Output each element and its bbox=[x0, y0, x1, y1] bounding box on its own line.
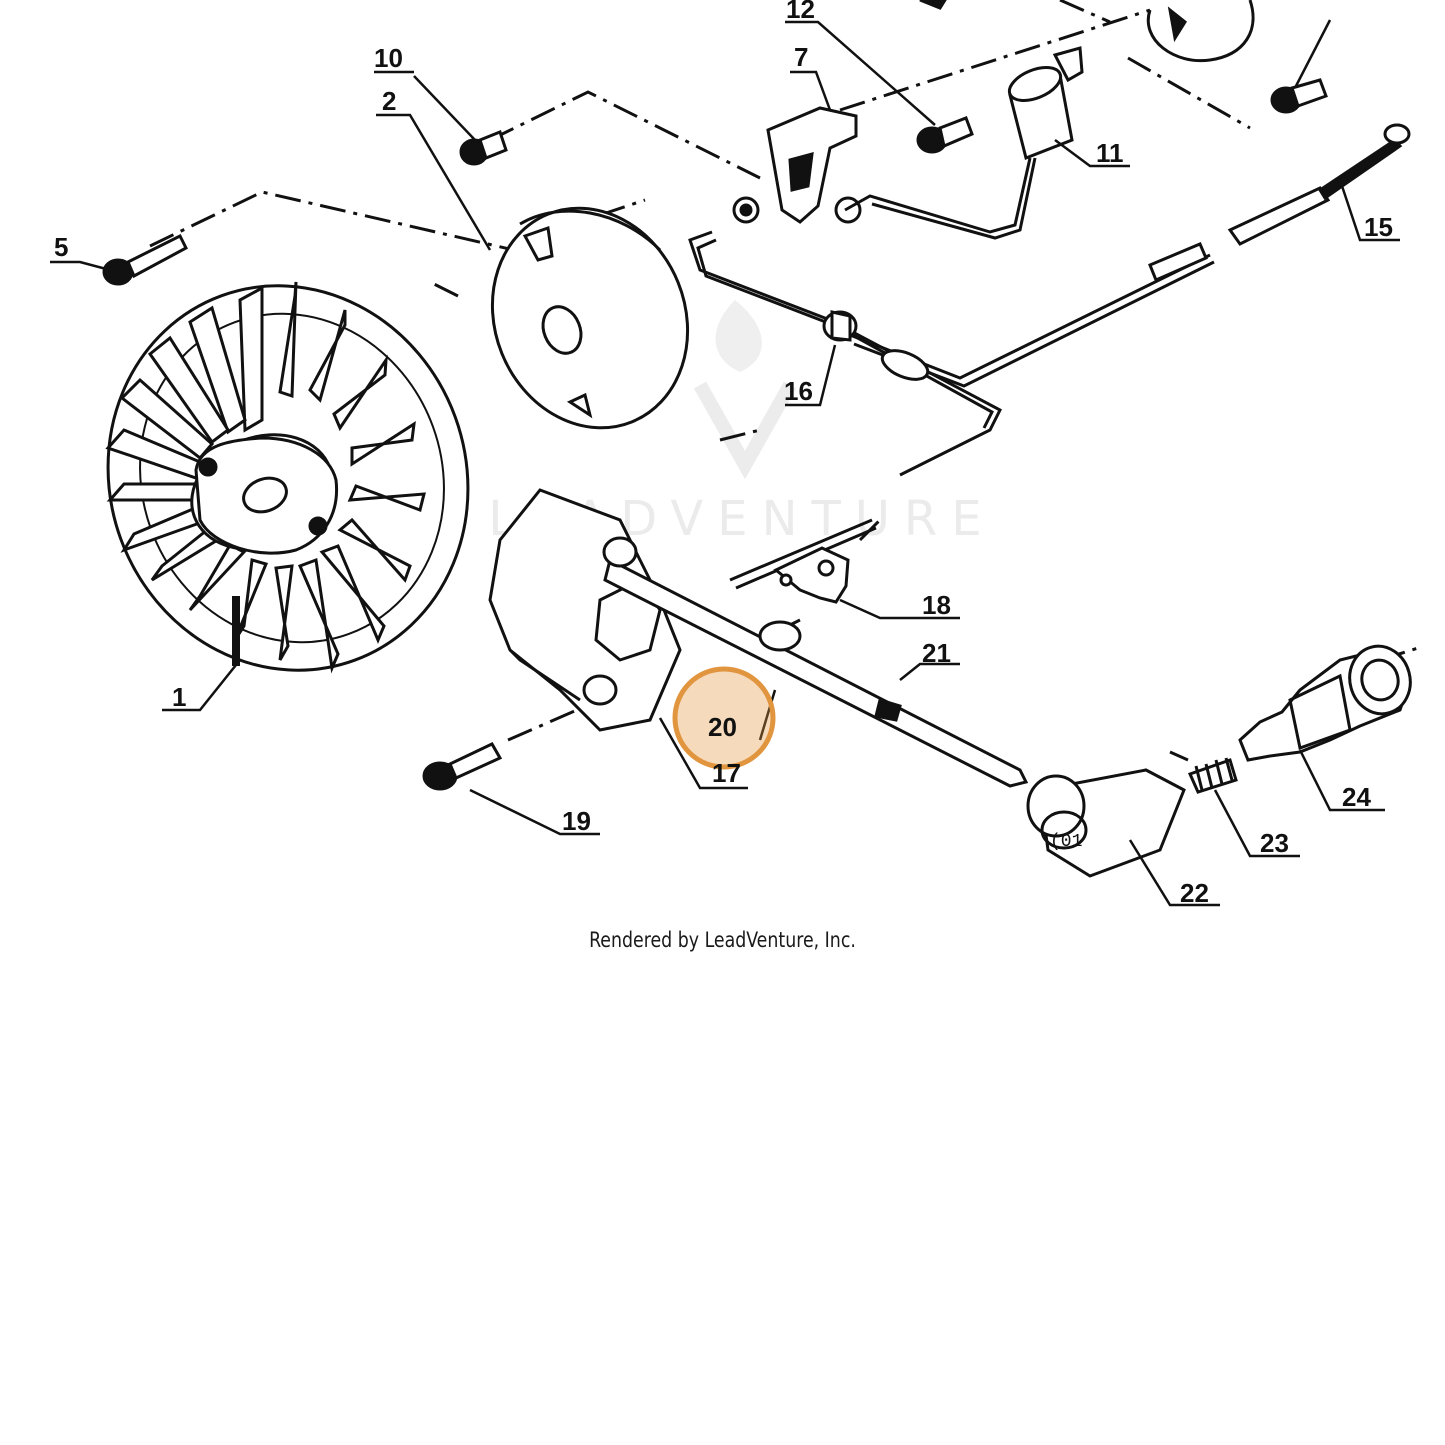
svg-text:(01: (01 bbox=[1050, 832, 1082, 852]
part-18-clip bbox=[773, 546, 850, 604]
part-24-spark-plug bbox=[1238, 644, 1412, 762]
part-21-shaft bbox=[602, 536, 1029, 788]
part-7-bracket bbox=[732, 106, 862, 224]
callout-7: 7 bbox=[794, 42, 808, 72]
callout-20: 20 bbox=[708, 712, 737, 742]
callout-1: 1 bbox=[172, 682, 186, 712]
part-5-screw bbox=[102, 233, 188, 286]
part-housing-partial bbox=[919, 0, 1328, 114]
exploded-parts-diagram: LEADVENTURE bbox=[50, 0, 1419, 908]
callout-10: 10 bbox=[374, 43, 403, 73]
part-1-flywheel bbox=[105, 281, 470, 674]
callout-17: 17 bbox=[712, 758, 741, 788]
part-11-capacitor bbox=[844, 46, 1084, 240]
part-2-cover bbox=[490, 206, 690, 430]
part-10-bolt bbox=[459, 130, 508, 166]
callout-11: 11 bbox=[1096, 138, 1124, 168]
callout-labels: 1 2 5 7 10 11 12 15 16 17 18 19 20 21 22… bbox=[54, 0, 1393, 908]
callout-15: 15 bbox=[1364, 212, 1393, 242]
callout-12: 12 bbox=[786, 0, 815, 24]
part-22-boot: (01 bbox=[1026, 768, 1186, 878]
callout-23: 23 bbox=[1260, 828, 1289, 858]
part-16-wire-harness bbox=[688, 230, 1215, 590]
callout-19: 19 bbox=[562, 806, 591, 836]
leadventure-logo-icon bbox=[693, 300, 797, 480]
footer-caption: Rendered by LeadVenture, Inc. bbox=[589, 928, 856, 952]
highlight-part-20 bbox=[672, 666, 776, 770]
callout-24: 24 bbox=[1342, 782, 1371, 812]
callout-16: 16 bbox=[784, 376, 813, 406]
callout-22: 22 bbox=[1180, 878, 1209, 908]
leader-lines bbox=[50, 19, 1400, 907]
part-23-spring bbox=[1169, 750, 1238, 794]
callout-21: 21 bbox=[922, 638, 951, 668]
part-12-bolt bbox=[916, 116, 974, 154]
callout-2: 2 bbox=[382, 86, 396, 116]
part-19-bolt bbox=[422, 742, 503, 791]
callout-18: 18 bbox=[922, 590, 951, 620]
callout-5: 5 bbox=[54, 232, 68, 262]
